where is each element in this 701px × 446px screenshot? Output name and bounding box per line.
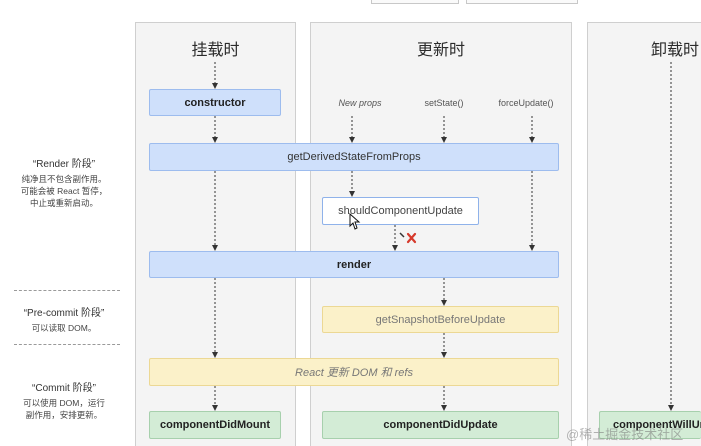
should-false-branch: [399, 232, 405, 238]
force-update-trigger: forceUpdate(): [498, 98, 554, 108]
render-phase-desc-3: 中止或重新启动。: [29, 198, 98, 208]
commit-phase-label: “Commit 阶段” 可以使用 DOM，运行 副作用，安排更新。: [8, 379, 120, 421]
precommit-phase-desc-1: 可以读取 DOM。: [31, 323, 97, 333]
component-did-update-box[interactable]: componentDidUpdate: [322, 411, 559, 439]
watermark: @稀土掘金技术社区: [566, 427, 684, 442]
phase-separator-render: [14, 290, 120, 291]
render-phase-label: “Render 阶段” 纯净且不包含副作用。 可能会被 React 暂停， 中止…: [8, 155, 120, 209]
render-phase-desc-2: 可能会被 React 暂停，: [20, 186, 108, 196]
unmount-column-title: 卸载时: [650, 40, 699, 59]
render-phase-title: “Render 阶段”: [32, 159, 96, 170]
react-update-dom-box: React 更新 DOM 和 refs: [149, 358, 559, 386]
component-will-unmount-label: componentWillUnmount: [613, 419, 701, 431]
component-will-unmount-box[interactable]: componentWillUnmount: [599, 411, 701, 439]
set-state-trigger: setState(): [424, 98, 464, 108]
top-toolbar-fragment-left: [371, 0, 459, 4]
commit-phase-desc-1: 可以使用 DOM，运行: [23, 398, 105, 408]
should-component-update-box[interactable]: shouldComponentUpdate: [322, 197, 479, 225]
new-props-trigger: New props: [338, 98, 382, 108]
get-snapshot-box[interactable]: getSnapshotBeforeUpdate: [322, 306, 559, 333]
render-box[interactable]: render: [149, 251, 559, 278]
false-cross-icon: [406, 232, 417, 244]
render-phase-desc-1: 纯净且不包含副作用。: [21, 174, 107, 184]
precommit-phase-label: “Pre-commit 阶段” 可以读取 DOM。: [8, 304, 120, 334]
precommit-phase-title: “Pre-commit 阶段”: [23, 308, 105, 319]
update-column-title: 更新时: [416, 40, 465, 59]
top-toolbar-fragment-right: [466, 0, 578, 4]
constructor-box[interactable]: constructor: [149, 89, 281, 116]
commit-phase-desc-2: 副作用，安排更新。: [25, 410, 103, 420]
mount-column-title: 挂载时: [191, 40, 240, 59]
phase-separator-precommit: [14, 344, 120, 345]
unmount-column: 卸载时: [587, 22, 701, 446]
component-did-mount-box[interactable]: componentDidMount: [149, 411, 281, 439]
get-derived-state-box[interactable]: getDerivedStateFromProps: [149, 143, 559, 171]
commit-phase-title: “Commit 阶段”: [32, 383, 96, 394]
